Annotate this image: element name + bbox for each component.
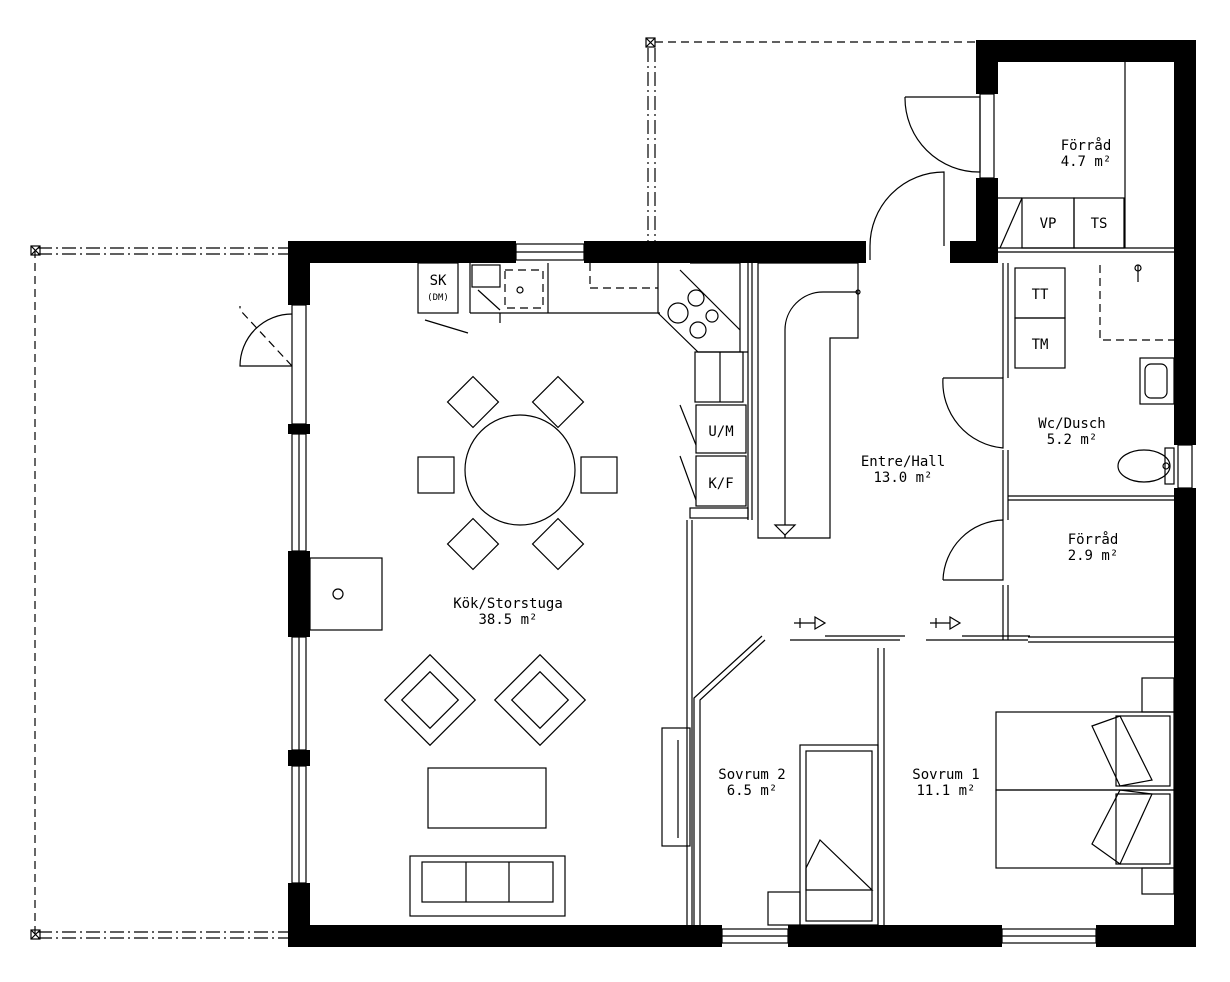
entrance-porch [645, 37, 978, 242]
interior-walls [686, 247, 1174, 925]
terrace [30, 245, 288, 940]
sink-label: SK [430, 273, 447, 289]
room-forrad-top-area: 4.7 m² [1061, 154, 1112, 170]
hall-counter [757, 262, 861, 539]
dishwasher-label: (DM) [427, 293, 449, 303]
ts-label: TS [1091, 216, 1108, 232]
room-sovrum1-area: 11.1 m² [916, 783, 975, 799]
room-sovrum2-name: Sovrum 2 [718, 767, 785, 783]
room-kok-area: 38.5 m² [478, 612, 537, 628]
kf-label: K/F [708, 476, 733, 492]
room-wc-name: Wc/Dusch [1038, 416, 1105, 432]
room-wc-area: 5.2 m² [1047, 432, 1098, 448]
room-sovrum2-area: 6.5 m² [727, 783, 778, 799]
fireplace [309, 557, 383, 631]
room-sovrum1-name: Sovrum 1 [912, 767, 979, 783]
tm-label: TM [1032, 337, 1049, 353]
room-forrad-top-name: Förråd [1061, 137, 1112, 154]
room-kok-name: Kök/Storstuga [453, 596, 563, 612]
room-forrad-mid-name: Förråd [1068, 531, 1119, 548]
living-furniture [409, 767, 566, 917]
vp-label: VP [1040, 216, 1057, 232]
um-label: U/M [708, 424, 733, 440]
room-hall-area: 13.0 m² [873, 470, 932, 486]
sovrum1-beds [995, 677, 1175, 895]
storage-fixtures: VP TS [998, 62, 1126, 249]
dining-set [417, 375, 618, 571]
sovrum2-furniture [661, 727, 879, 926]
room-labels: Kök/Storstuga 38.5 m² Entre/Hall 13.0 m²… [453, 137, 1118, 799]
exterior-walls [288, 40, 1196, 947]
tt-label: TT [1032, 287, 1049, 303]
armchairs [383, 653, 587, 747]
wc-fixtures: TT TM [1014, 264, 1175, 485]
room-hall-name: Entre/Hall [861, 454, 945, 470]
room-forrad-mid-area: 2.9 m² [1068, 548, 1119, 564]
kitchen-units: SK (DM) U/M K/F [417, 262, 749, 519]
doors [239, 96, 1030, 641]
